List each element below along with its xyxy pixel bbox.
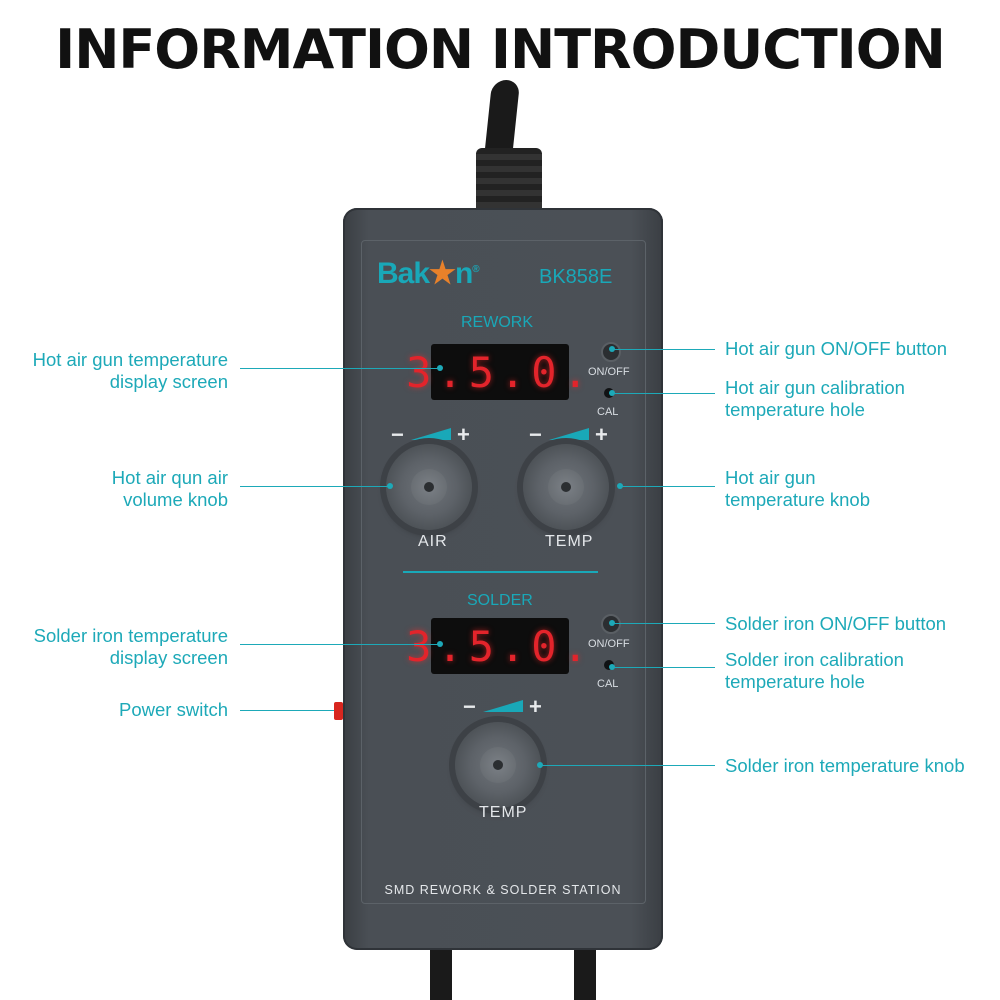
leader-line xyxy=(240,368,440,369)
solder-on-off-label: ON/OFF xyxy=(588,638,630,650)
solder-ramp-icon xyxy=(483,700,523,712)
temp-knob-label: TEMP xyxy=(545,533,594,550)
leader-line xyxy=(540,765,715,766)
rework-station-device: Bak★n® BK858E REWORK 3.5.0. ON/OFF CAL −… xyxy=(343,208,663,950)
temp-plus-sign: + xyxy=(595,422,608,447)
section-divider xyxy=(403,571,598,573)
leader-dot xyxy=(609,664,615,670)
hot-air-temperature-knob[interactable] xyxy=(523,444,609,530)
device-footer-text: SMD REWORK & SOLDER STATION xyxy=(384,883,622,897)
leader-dot xyxy=(437,365,443,371)
model-number: BK858E xyxy=(539,266,613,288)
brand-logo: Bak★n® xyxy=(377,257,480,290)
leader-line xyxy=(612,623,715,624)
output-cable-right xyxy=(574,945,596,1000)
hot-air-on-off-button[interactable] xyxy=(601,342,621,362)
temp-minus-sign: − xyxy=(529,422,542,447)
callout-solder-knob: Solder iron temperature knob xyxy=(725,755,965,776)
air-plus-sign: + xyxy=(457,422,470,447)
leader-line xyxy=(620,486,715,487)
leader-line xyxy=(240,710,334,711)
solder-temperature-display: 3.5.0. xyxy=(406,618,588,674)
leader-dot xyxy=(387,483,393,489)
leader-dot xyxy=(617,483,623,489)
hot-air-on-off-label: ON/OFF xyxy=(588,366,630,378)
panel-border xyxy=(361,240,646,904)
air-minus-sign: − xyxy=(391,422,404,447)
power-switch[interactable] xyxy=(334,702,343,720)
air-knob-label: AIR xyxy=(418,533,448,550)
leader-dot xyxy=(609,620,615,626)
solder-plus-sign: + xyxy=(529,694,542,719)
leader-dot xyxy=(609,390,615,396)
leader-dot xyxy=(437,641,443,647)
leader-line xyxy=(240,644,440,645)
solder-section-label: SOLDER xyxy=(467,592,533,609)
air-volume-ramp-icon xyxy=(411,428,451,440)
output-cable-left xyxy=(430,945,452,1000)
leader-dot xyxy=(537,762,543,768)
callout-hot-air-button: Hot air gun ON/OFF button xyxy=(725,338,948,359)
solder-cal-label: CAL xyxy=(597,678,619,690)
callout-power-switch: Power switch xyxy=(119,699,228,720)
solder-minus-sign: − xyxy=(463,694,476,719)
leader-line xyxy=(240,486,390,487)
rework-section-label: REWORK xyxy=(461,314,533,331)
hot-air-cal-label: CAL xyxy=(597,406,619,418)
leader-line xyxy=(612,349,715,350)
leader-dot xyxy=(609,346,615,352)
cable-strain-relief xyxy=(476,148,542,220)
page-title: INFORMATION INTRODUCTION xyxy=(55,18,946,81)
solder-temp-knob-label: TEMP xyxy=(479,804,528,821)
leader-line xyxy=(612,393,715,394)
leader-line xyxy=(612,667,715,668)
callout-solder-button: Solder iron ON/OFF button xyxy=(725,613,947,634)
temp-ramp-icon xyxy=(549,428,589,440)
air-volume-knob[interactable] xyxy=(386,444,472,530)
solder-temperature-knob[interactable] xyxy=(455,722,541,808)
hot-air-temperature-display: 3.5.0. xyxy=(406,344,588,400)
